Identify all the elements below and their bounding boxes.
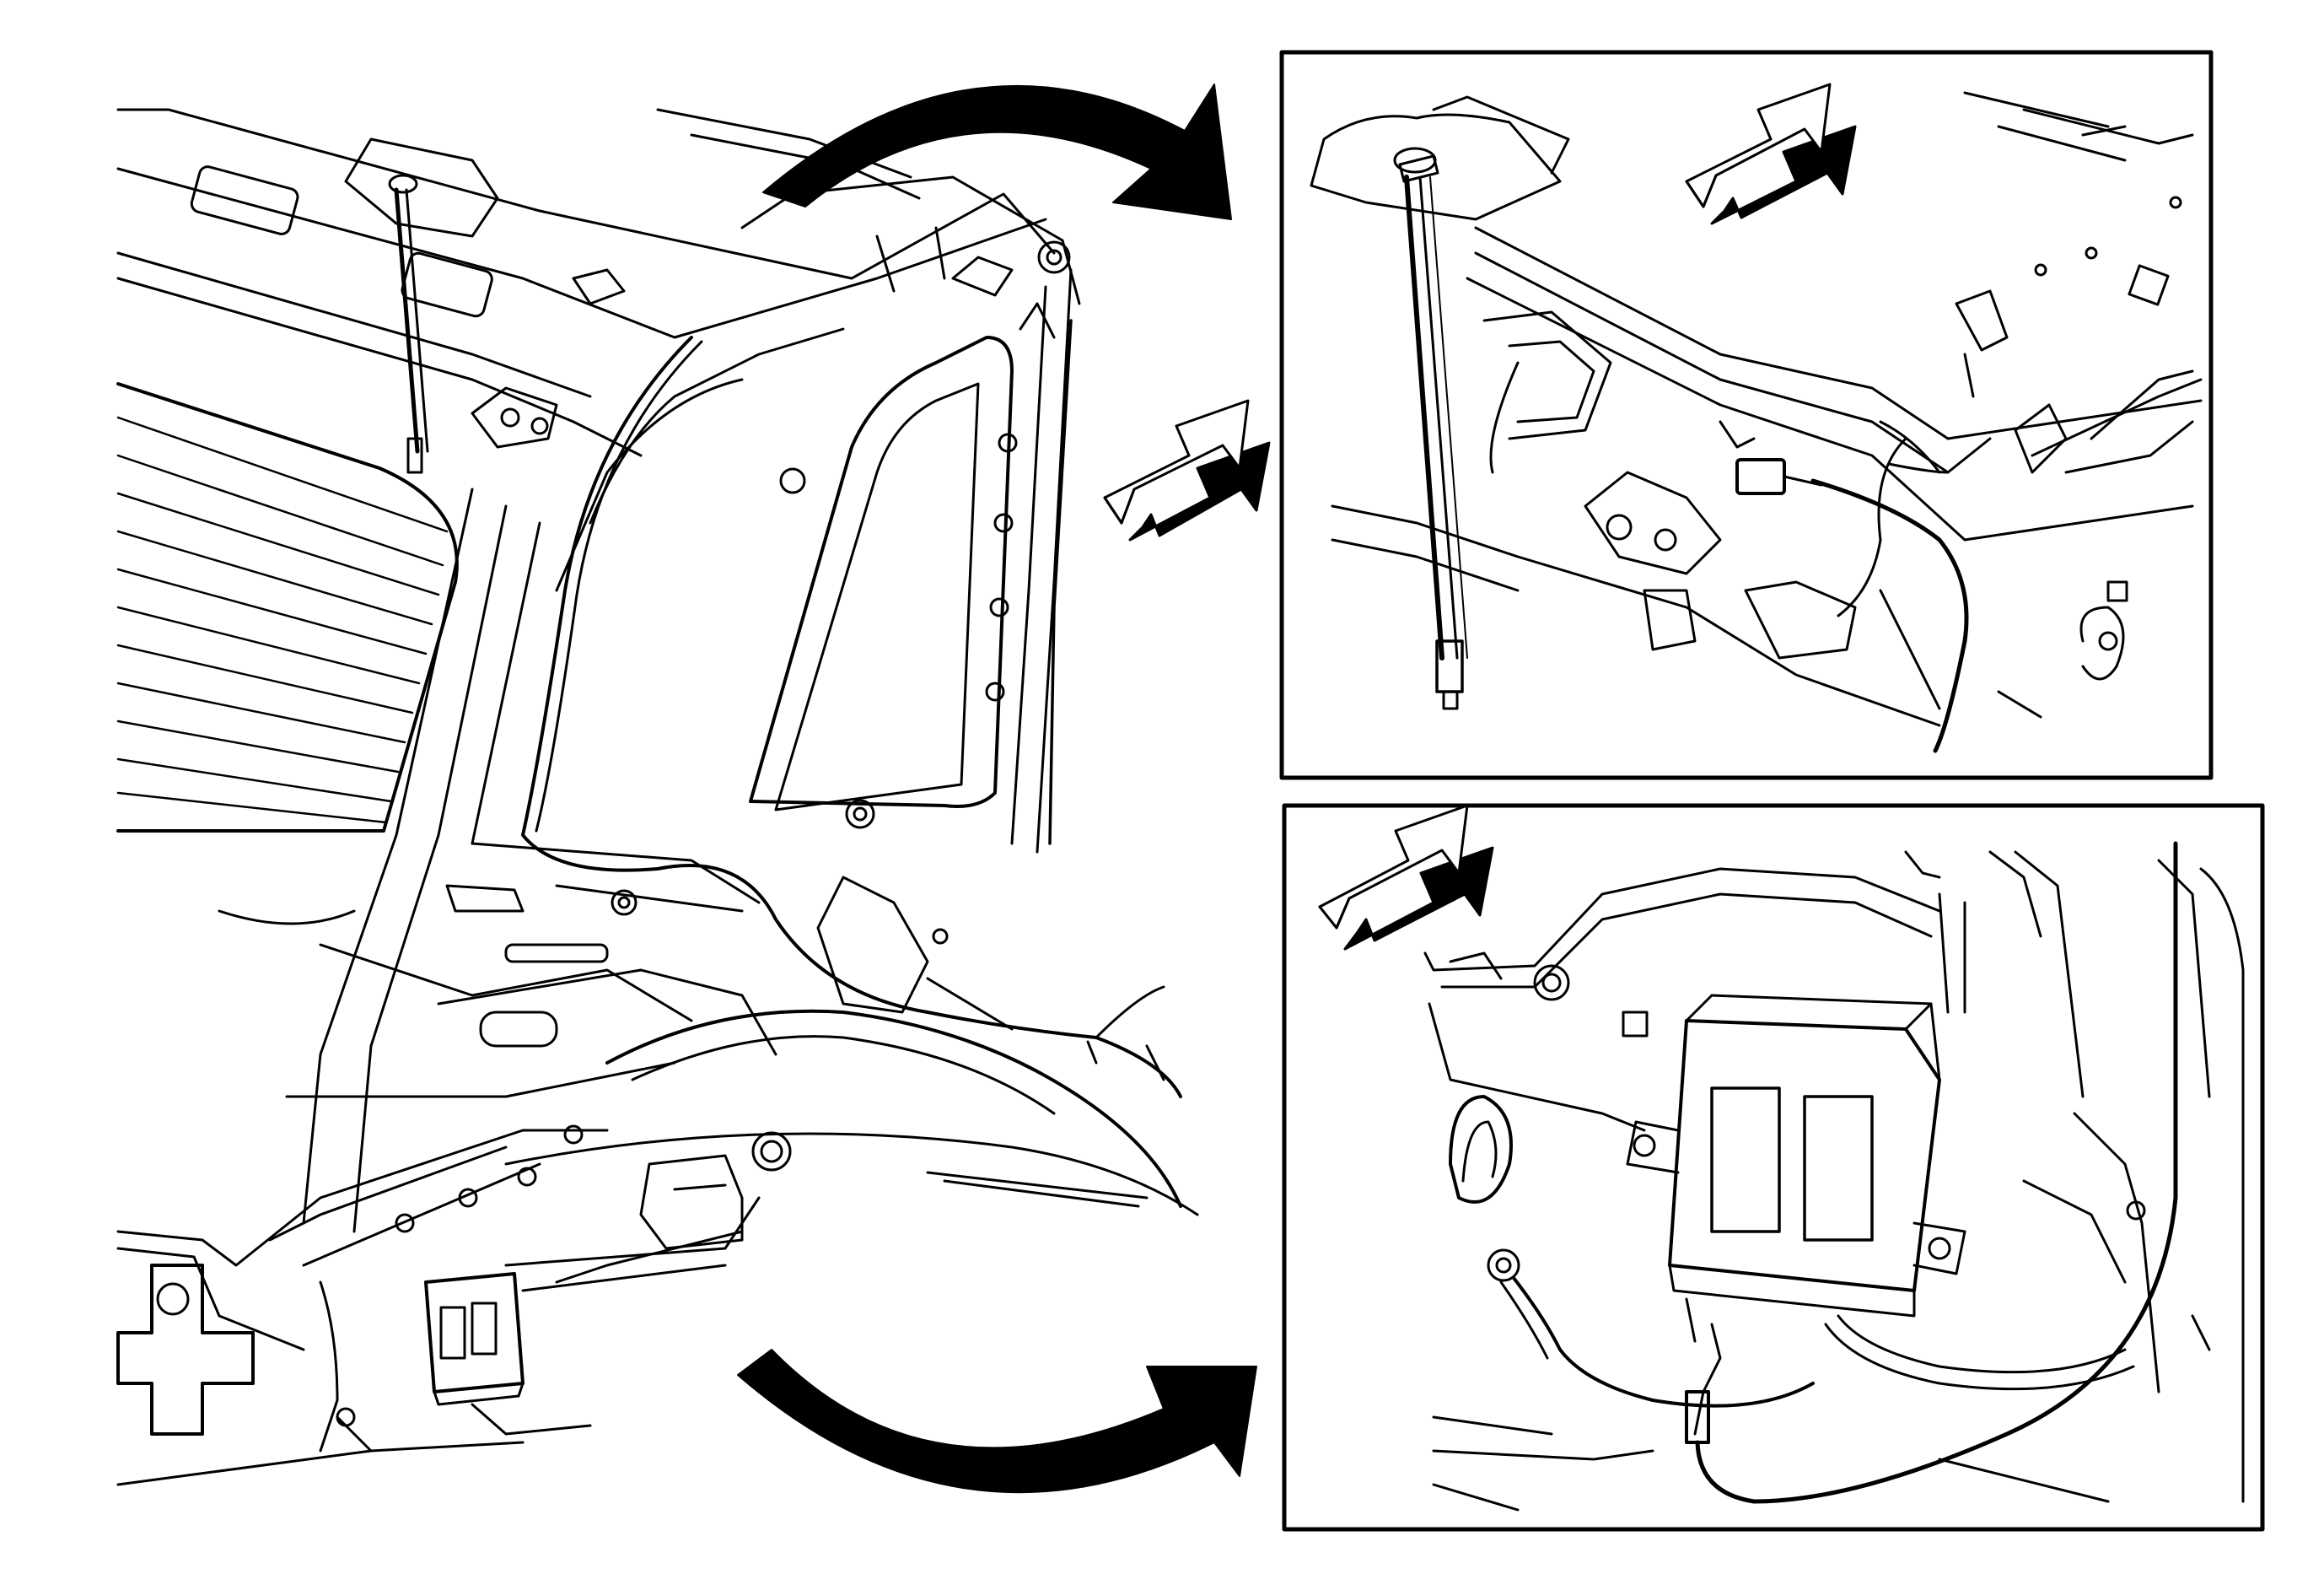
antenna-cable-detail [1393,147,1468,710]
quarter-panel-opening [555,268,1073,854]
antenna-cable-overview [388,174,429,474]
harness-overview [521,319,1182,1098]
lower-body [116,1124,761,1486]
curved-arrow-top [762,84,1232,220]
detail-bottom-panel [1282,803,2265,1532]
pointer-top-detail [1685,83,1857,225]
body-side-structure [218,488,1014,1233]
roof-rail [116,108,1081,457]
module-overview [424,1272,592,1436]
harness-detail-bottom [1487,841,2211,1504]
pointer-bottom-detail [1318,804,1494,951]
overview-view [116,108,1199,1486]
rear-wheelhouse [504,1009,1199,1250]
harness-detail-top [1735,378,2203,753]
bottom-detail-structure [1423,850,2245,1512]
pointer-overview-pillar [1103,399,1271,542]
curved-arrow-bottom [737,1349,1257,1494]
module-detail [1626,994,1966,1343]
rear-window-glass [116,382,459,833]
detail-top-panel [1279,50,2214,780]
top-detail-structure [1310,91,2203,727]
